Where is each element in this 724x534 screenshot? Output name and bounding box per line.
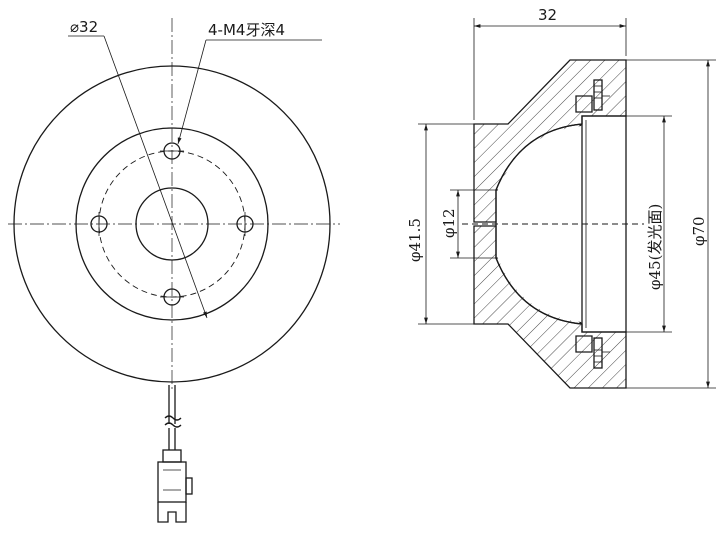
side-view: 32 φ41.5 φ12 φ45(发光面) φ70	[406, 6, 716, 389]
mounting-hole-left	[90, 212, 108, 236]
outer-body-circle	[13, 65, 331, 383]
mounting-hole-top	[160, 142, 184, 160]
screw-top	[575, 79, 610, 113]
diameter-leader-line	[103, 35, 208, 319]
screw-bottom	[575, 335, 610, 369]
total-diameter-label: φ70	[690, 216, 708, 246]
center-bore-circle	[135, 187, 209, 261]
hole-callout-leader	[177, 39, 207, 145]
width-label: 32	[538, 6, 557, 24]
front-view: ⌀32 4-M4牙深4	[8, 18, 340, 523]
emit-face-label: φ45(发光面)	[646, 204, 664, 290]
outer-diameter-label: φ41.5	[406, 218, 424, 262]
mounting-hole-right	[236, 212, 254, 236]
cable	[164, 385, 182, 450]
diameter-label: ⌀32	[70, 18, 98, 36]
connector	[157, 449, 193, 523]
inner-ring-circle	[75, 127, 269, 321]
bore-diameter-label: φ12	[440, 208, 458, 238]
mounting-hole-bottom	[160, 288, 184, 306]
hole-callout-label: 4-M4牙深4	[208, 21, 285, 39]
